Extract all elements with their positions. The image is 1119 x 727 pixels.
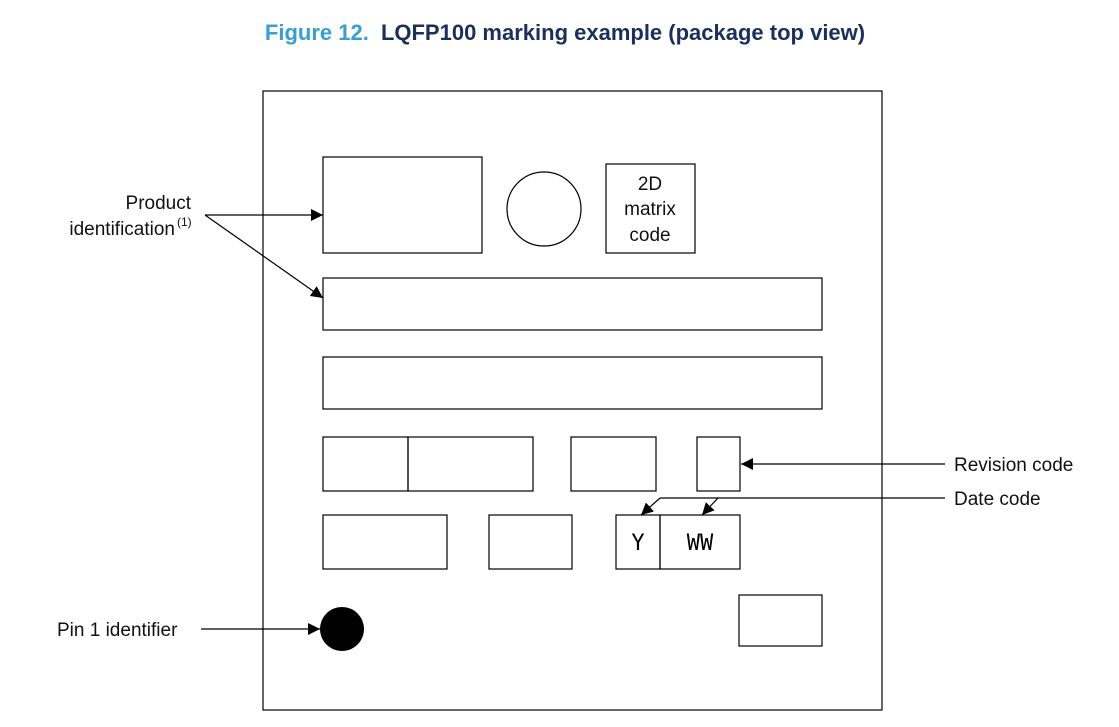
logo-circle xyxy=(506,171,582,247)
date-code-arrow-week xyxy=(701,497,719,516)
matrix-label-line1: 2D xyxy=(638,174,662,195)
date-week-box xyxy=(659,514,741,570)
package-outline xyxy=(262,90,883,711)
marking-box-4b xyxy=(407,436,534,492)
marking-box-5b xyxy=(488,514,573,570)
figure-caption: LQFP100 marking example (package top vie… xyxy=(381,20,865,45)
date-year-text: Y xyxy=(631,531,644,556)
marking-box-4a xyxy=(322,436,409,492)
revision-code-box xyxy=(696,436,741,492)
product-id-box-1 xyxy=(322,156,483,254)
marking-box-4c xyxy=(570,436,657,492)
pin1-dot xyxy=(320,607,364,651)
matrix-code-box xyxy=(605,163,696,254)
figure-title: Figure 12. LQFP100 marking example (pack… xyxy=(265,20,865,45)
revision-code-label: Revision code xyxy=(954,455,1073,476)
marking-box-6 xyxy=(738,594,823,647)
marking-box-5a xyxy=(322,514,448,570)
matrix-label-line2: matrix xyxy=(624,199,676,220)
matrix-label-line3: code xyxy=(629,225,670,246)
marking-line-box-3 xyxy=(322,356,823,410)
product-id-arrow-2 xyxy=(204,214,324,299)
product-id-box-2 xyxy=(322,277,823,331)
date-code-label: Date code xyxy=(954,489,1041,510)
product-identification-label-line2: identification xyxy=(69,219,175,240)
date-code-arrow-year xyxy=(640,497,661,516)
pin1-identifier-label: Pin 1 identifier xyxy=(57,620,178,641)
product-identification-label-line1: Product xyxy=(126,193,192,214)
date-week-text: WW xyxy=(687,531,714,556)
figure-number: Figure 12. xyxy=(265,20,369,45)
product-identification-note: (1) xyxy=(177,215,192,229)
